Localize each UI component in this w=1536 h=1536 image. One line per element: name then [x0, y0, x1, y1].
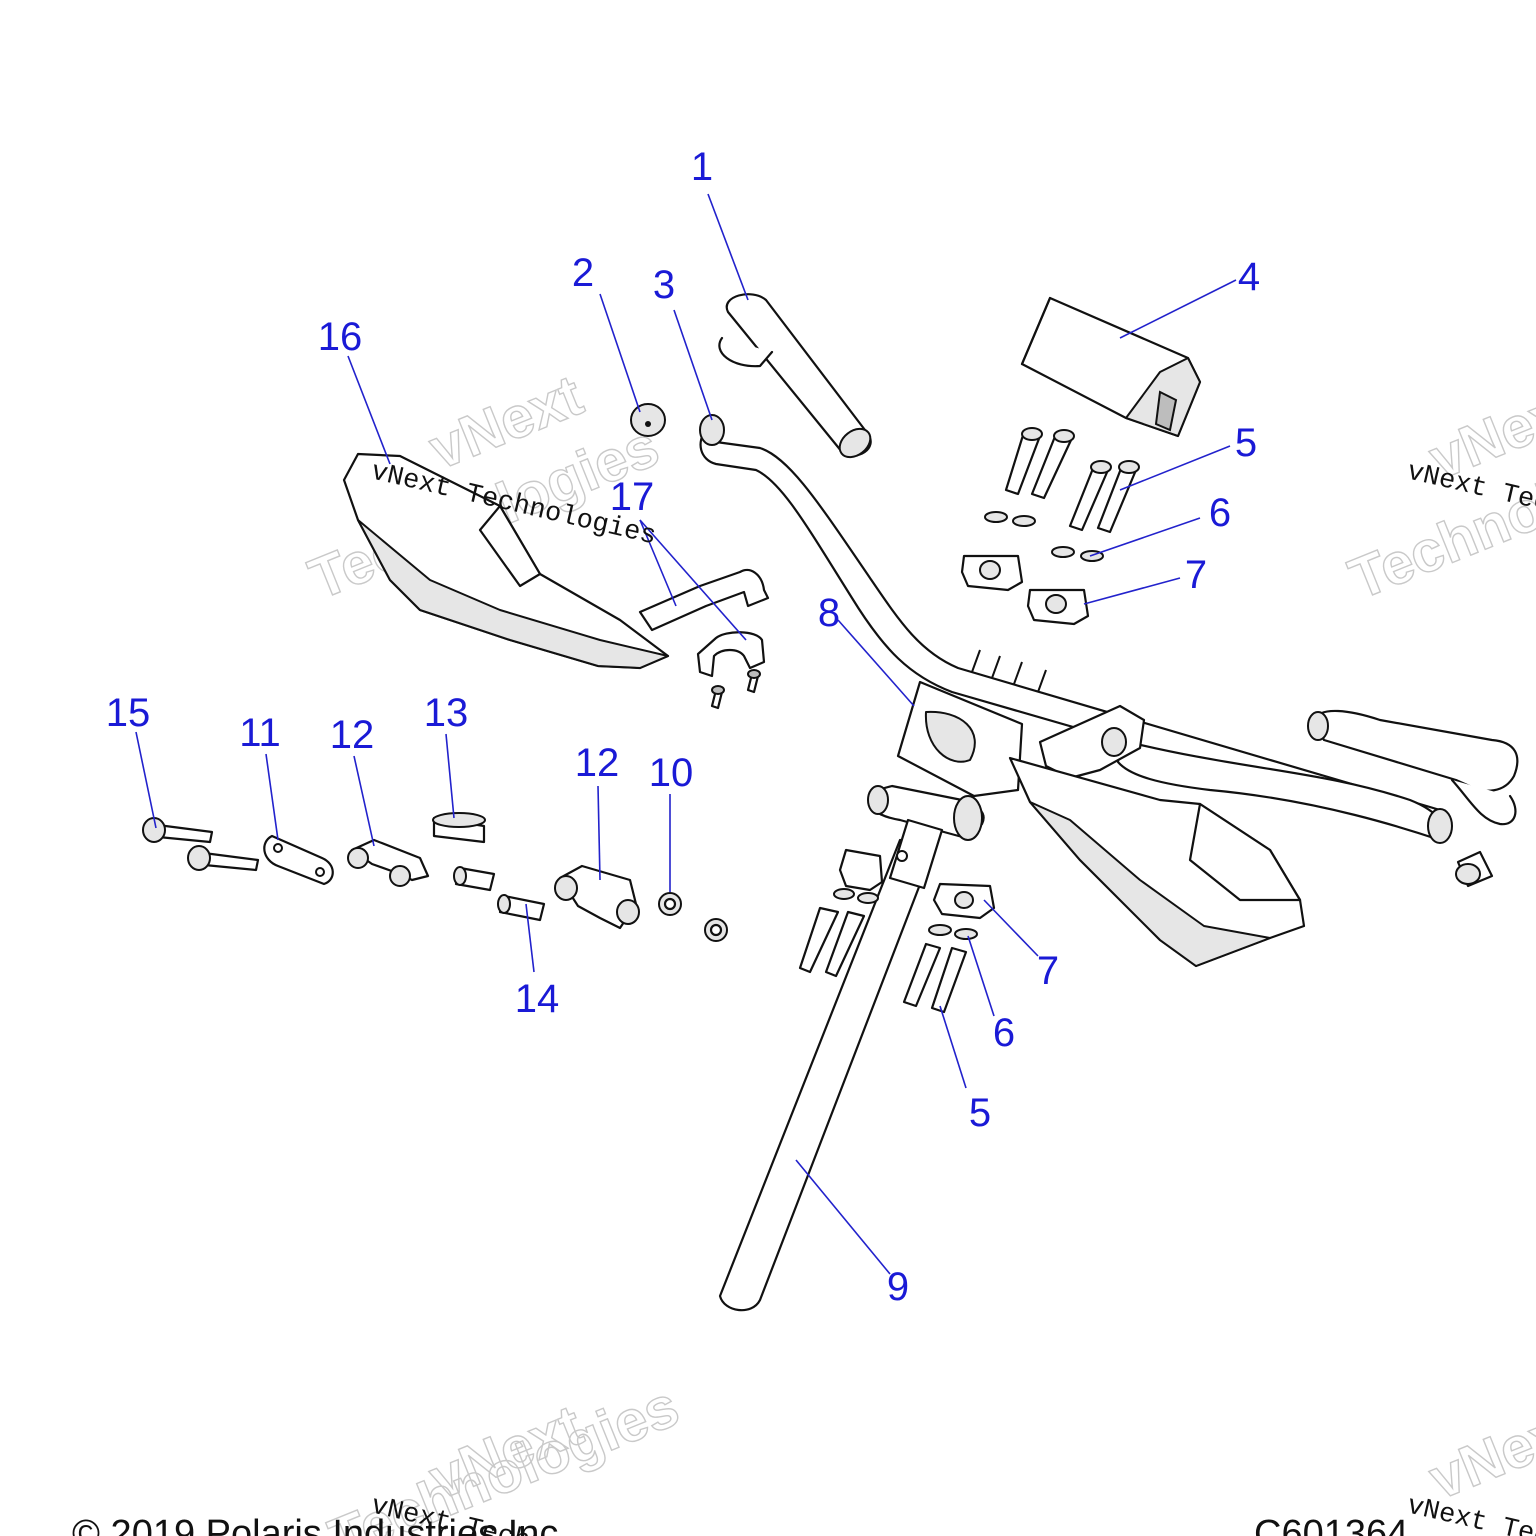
- callout-11: 11: [239, 711, 281, 755]
- part-8-riser-block: [896, 680, 1146, 798]
- part-11-plate: [263, 834, 334, 886]
- part-2-end-plug: [630, 403, 666, 437]
- left-end-plug: [1455, 850, 1494, 888]
- copyright-text: © 2019 Polaris Industries Inc.: [72, 1513, 569, 1536]
- part-10-nuts: [658, 892, 728, 942]
- callout-14: 14: [515, 977, 560, 1021]
- part-14-spacers: [453, 866, 546, 922]
- part-6-washers-lower: [928, 924, 978, 940]
- part-13-bushing: [432, 812, 486, 844]
- part-7-clamp-lower: [932, 882, 996, 920]
- part-12-clamp-left: [347, 838, 430, 887]
- left-grip: [1307, 709, 1519, 826]
- callout-4: 4: [1238, 255, 1260, 299]
- leader-lines: [135, 193, 1237, 1275]
- callout-6-upper: 6: [1209, 491, 1231, 535]
- callout-7-lower: 7: [1037, 949, 1059, 993]
- callout-15: 15: [106, 691, 151, 735]
- callout-numbers: 1 2 3 4 5 6 7 8 9 10 11 12 12 13 14 15 1…: [106, 145, 1260, 1309]
- part-5-bolts-upper: [1004, 427, 1140, 534]
- part-9-steering-post: [718, 784, 985, 1312]
- callout-5-upper: 5: [1235, 421, 1257, 465]
- callout-1: 1: [691, 145, 713, 189]
- part-7-clamps-upper: [960, 554, 1090, 626]
- part-3-handlebar: [699, 414, 1453, 844]
- part-6-washers-upper: [984, 511, 1104, 562]
- figure-code: C601364: [1254, 1513, 1408, 1536]
- callout-16: 16: [318, 315, 363, 359]
- part-5-bolts-lower: [902, 942, 968, 1014]
- part-16-hand-guard: [342, 452, 670, 670]
- callout-9: 9: [887, 1265, 909, 1309]
- callout-2: 2: [572, 251, 594, 295]
- callout-8: 8: [818, 591, 840, 635]
- right-hand-guard: [1008, 756, 1306, 968]
- part-1-grip: [718, 293, 872, 459]
- callout-17: 17: [610, 475, 655, 519]
- part-4-cover: [1020, 296, 1202, 438]
- callout-3: 3: [653, 263, 675, 307]
- callout-10: 10: [649, 751, 694, 795]
- callout-6-lower: 6: [993, 1011, 1015, 1055]
- callout-12-right: 12: [575, 741, 620, 785]
- callout-5-lower: 5: [969, 1091, 991, 1135]
- watermark-big-vnext-bottom-right: vNext: [1421, 1393, 1536, 1512]
- part-12-clamp-right: [554, 864, 640, 930]
- callout-7-upper: 7: [1185, 553, 1207, 597]
- callout-12-left: 12: [330, 713, 375, 757]
- part-15-bolts: [142, 817, 260, 872]
- footer: © 2019 Polaris Industries Inc. C601364: [72, 1513, 1408, 1536]
- callout-13: 13: [424, 691, 469, 735]
- part-17-bracket: [638, 568, 770, 710]
